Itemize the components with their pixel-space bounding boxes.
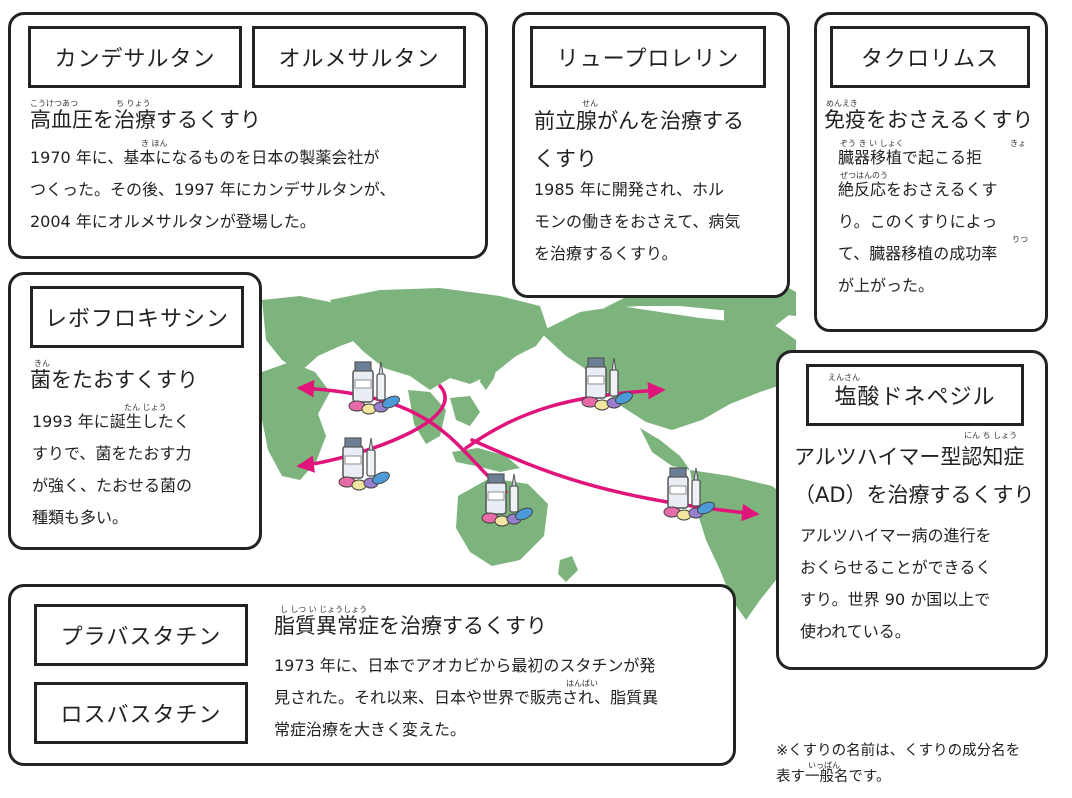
desc-line: て、臓器移植の成功率: [838, 244, 998, 263]
ruby-zetsuhanno: ぜつはんのう: [840, 171, 888, 180]
footnote-line: 表す一般名です。: [776, 769, 891, 785]
ruby-zoki-ishoku: ぞう き い しょく: [840, 139, 904, 148]
ruby-kin: きん: [34, 359, 50, 368]
drug-name-pravastatin: プラバスタチン: [34, 604, 248, 666]
desc-line: すりで、菌をたおす力: [32, 444, 192, 463]
ruby-ensan: えんさん: [828, 373, 860, 382]
desc-line: 1985 年に開発され、ホル: [534, 180, 724, 199]
drug-name-candesartan: カンデサルタン: [28, 26, 242, 88]
card-title-antibacterial: 菌をたおすくすり: [30, 368, 198, 392]
drug-name-leuprorelin: リュープロレリン: [530, 26, 766, 88]
desc-line: 臓器移植で起こる拒: [838, 148, 983, 167]
title-line: くすり: [534, 147, 597, 171]
desc-line: 2004 年にオルメサルタンが登場した。: [30, 212, 316, 231]
ruby-chiryo: ち りょう: [116, 99, 151, 108]
card-desc-immunosuppressant: 臓器移植で起こる拒 絶反応をおさえるくす り。このくすりによっ て、臓器移植の成…: [838, 142, 998, 302]
ruby-kyo: きょ: [1010, 139, 1026, 148]
desc-line: 1973 年に、日本でアオカビから最初のスタチンが発: [274, 656, 656, 675]
ruby-ninchisho: にん ち しょう: [964, 431, 1018, 440]
card-title-hypertension: 高血圧を治療するくすり: [30, 108, 261, 132]
footnote-line: ※くすりの名前は、くすりの成分名を: [776, 743, 1021, 759]
card-desc-antibacterial: 1993 年に誕生したく すりで、菌をたおす力 が強く、たおせる菌の 種類も多い…: [32, 406, 192, 534]
ruby-tanjo: たん じょう: [124, 403, 167, 412]
title-line: （AD）を治療するくすり: [794, 483, 1035, 507]
ruby-shishitsu-ijosho: し しつ い じょうしょう: [280, 605, 368, 614]
card-desc-dyslipidemia: 1973 年に、日本でアオカビから最初のスタチンが発 見された。それ以来、日本や…: [274, 650, 658, 746]
desc-line: アルツハイマー病の進行を: [800, 526, 992, 545]
ruby-meneki: めんえき: [826, 99, 858, 108]
title-line: アルツハイマー型認知症: [794, 445, 1025, 469]
footnote: ※くすりの名前は、くすりの成分名を 表す一般名です。: [776, 738, 1020, 790]
ruby-ritsu: りつ: [1012, 235, 1029, 244]
desc-line: が強く、たおせる菌の: [32, 476, 193, 495]
desc-line: 1970 年に、基本になるものを日本の製薬会社が: [30, 148, 380, 167]
desc-line: モンの働きをおさえて、病気: [534, 212, 741, 231]
desc-line: つくった。その後、1997 年にカンデサルタンが、: [30, 180, 396, 199]
card-title-alzheimers: アルツハイマー型認知症 （AD）を治療するくすり: [794, 438, 1035, 514]
title-line: 前立腺がんを治療する: [534, 109, 744, 133]
desc-line: すり。世界 90 か国以上で: [800, 590, 991, 609]
desc-line: り。このくすりによっ: [838, 212, 998, 231]
card-desc-prostate-cancer: 1985 年に開発され、ホル モンの働きをおさえて、病気 を治療するくすり。: [534, 174, 740, 270]
desc-line: 見された。それ以来、日本や世界で販売され、脂質異: [274, 688, 659, 707]
ruby-ippan: いっぱん: [808, 761, 840, 770]
drug-name-donepezil: 塩酸ドネペジル: [806, 364, 1024, 426]
drug-name-olmesartan: オルメサルタン: [252, 26, 466, 88]
desc-line: が上がった。: [838, 276, 935, 295]
ruby-hanbai: はんばい: [566, 679, 598, 688]
drug-name-tacrolimus: タクロリムス: [830, 26, 1030, 88]
desc-line: 絶反応をおさえるくす: [838, 180, 998, 199]
card-desc-alzheimers: アルツハイマー病の進行を おくらせることができるく すり。世界 90 か国以上で…: [800, 520, 992, 648]
desc-line: 使われている。: [800, 622, 911, 641]
card-title-immunosuppressant: 免疫をおさえるくすり: [824, 108, 1034, 132]
drug-name-levofloxacin: レボフロキサシン: [30, 286, 244, 348]
desc-line: 種類も多い。: [32, 508, 129, 527]
card-title-prostate-cancer: 前立腺がんを治療する くすり: [534, 102, 744, 178]
ruby-kihon: き ほん: [141, 139, 168, 148]
ruby-koketsuatsu: こうけつあつ: [30, 99, 78, 108]
drug-name-rosuvastatin: ロスバスタチン: [34, 682, 248, 744]
card-desc-hypertension: 1970 年に、基本になるものを日本の製薬会社が つくった。その後、1997 年…: [30, 142, 396, 238]
desc-line: おくらせることができるく: [800, 558, 992, 577]
desc-line: を治療するくすり。: [534, 244, 678, 263]
card-title-dyslipidemia: 脂質異常症を治療するくすり: [274, 614, 547, 638]
desc-line: 常症治療を大きく変えた。: [274, 720, 467, 739]
ruby-sen: せん: [582, 99, 598, 108]
desc-line: 1993 年に誕生したく: [32, 412, 190, 431]
